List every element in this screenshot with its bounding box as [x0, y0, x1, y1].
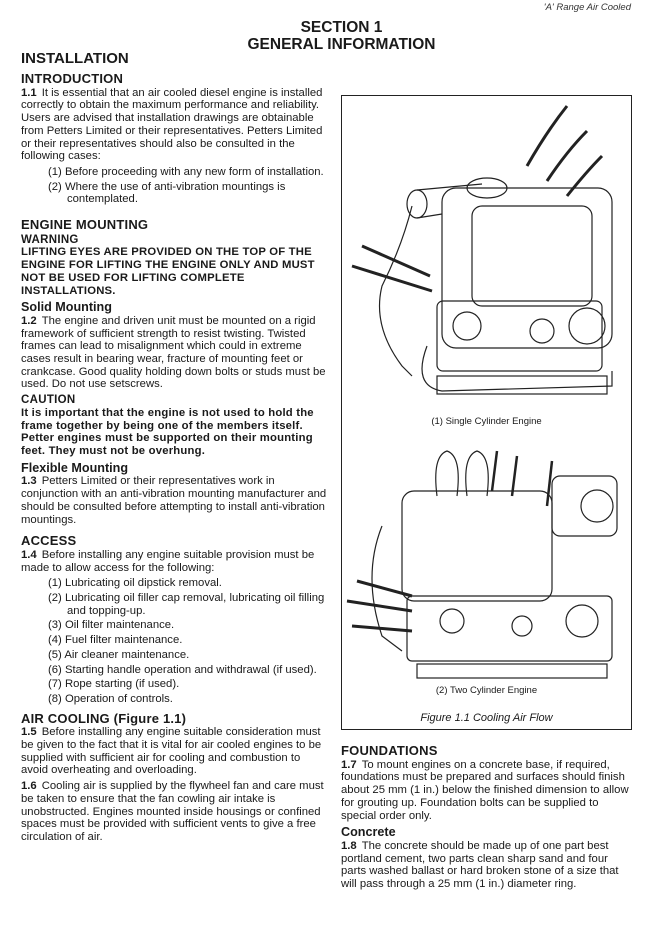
- caution-text: It is important that the engine is not u…: [21, 406, 314, 457]
- para-number: 1.5: [21, 726, 37, 739]
- list-item: (6) Starting handle operation and withdr…: [48, 663, 317, 676]
- para-number: 1.6: [21, 780, 37, 793]
- para-number: 1.7: [341, 758, 357, 771]
- section-number: SECTION 1: [300, 19, 383, 36]
- warning-text: LIFTING EYES ARE PROVIDED ON THE TOP OF …: [21, 246, 315, 297]
- para-number: 1.1: [21, 86, 37, 99]
- para-number: 1.4: [21, 548, 37, 561]
- warning-label: WARNING: [21, 233, 79, 246]
- introduction-heading: INTRODUCTION: [21, 71, 124, 86]
- air-cooling-heading: AIR COOLING (Figure 1.1): [21, 710, 187, 726]
- para-text: The concrete should be made up of one pa…: [341, 839, 619, 891]
- single-cylinder-engine-illustration: [351, 105, 613, 395]
- figure-caption: Figure 1.1 Cooling Air Flow: [420, 712, 553, 724]
- para-text: To mount engines on a concrete base, if …: [341, 758, 629, 822]
- section-name: GENERAL INFORMATION: [247, 36, 436, 53]
- para-text: It is essential that an air cooled diese…: [21, 86, 323, 163]
- list-item: (8) Operation of controls.: [48, 692, 173, 705]
- para-text: The engine and driven unit must be mount…: [21, 314, 326, 391]
- list-item: (1) Before proceeding with any new form …: [48, 165, 324, 178]
- list-item: (5) Air cleaner maintenance.: [48, 648, 190, 661]
- para-number: 1.8: [341, 839, 357, 852]
- para-text: Cooling air is supplied by the flywheel …: [21, 780, 324, 843]
- engine-mounting-heading: ENGINE MOUNTING: [21, 217, 149, 233]
- figure-cooling-air-flow: (1) Single Cylinder Engine (2) Two Cylin…: [341, 95, 632, 730]
- access-list: (1) Lubricating oil dipstick removal. (2…: [21, 577, 327, 705]
- caption-two-cylinder: (2) Two Cylinder Engine: [435, 685, 538, 696]
- list-item: (1) Lubricating oil dipstick removal.: [48, 577, 222, 590]
- solid-mounting-heading: Solid Mounting: [21, 300, 112, 315]
- intro-list: (1) Before proceeding with any new form …: [21, 166, 327, 206]
- two-cylinder-engine-illustration: [346, 450, 618, 679]
- para-number: 1.3: [21, 475, 37, 488]
- running-header: 'A' Range Air Cooled: [543, 2, 631, 13]
- concrete-heading: Concrete: [341, 825, 396, 840]
- para-text: Before installing any engine suitable pr…: [21, 548, 315, 574]
- para-text: Before installing any engine suitable co…: [21, 726, 322, 777]
- flexible-mounting-heading: Flexible Mounting: [21, 460, 129, 475]
- list-item: (7) Rope starting (if used).: [48, 678, 180, 691]
- section-title: SECTION 1 GENERAL INFORMATION: [0, 19, 653, 53]
- caution-label: CAUTION: [21, 394, 76, 407]
- list-item: (4) Fuel filter maintenance.: [48, 634, 183, 647]
- access-heading: ACCESS: [21, 533, 77, 549]
- caption-single-cylinder: (1) Single Cylinder Engine: [431, 416, 542, 427]
- list-item: (3) Oil filter maintenance.: [48, 619, 175, 632]
- list-item: (2) Where the use of anti-vibration moun…: [48, 180, 286, 206]
- foundations-heading: FOUNDATIONS: [341, 743, 438, 758]
- para-text: Petters Limited or their representatives…: [21, 475, 327, 526]
- para-number: 1.2: [21, 314, 37, 327]
- installation-heading: INSTALLATION: [21, 50, 129, 67]
- list-item: (2) Lubricating oil filler cap removal, …: [48, 592, 325, 617]
